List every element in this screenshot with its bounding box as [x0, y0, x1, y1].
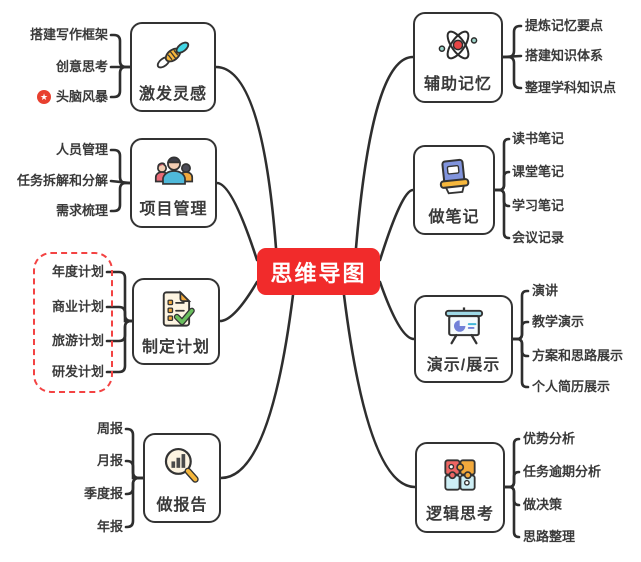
atom-icon	[438, 30, 478, 60]
branch-label: 项目管理	[139, 200, 208, 218]
puzzle-icon	[444, 459, 476, 491]
branch-node-project-management[interactable]: 项目管理	[130, 138, 217, 228]
plan-highlight-dashed-box	[33, 252, 113, 393]
subtopic-label[interactable]: 会议记录	[512, 230, 565, 245]
subtopic-line	[124, 476, 145, 529]
subtopic-label[interactable]: 做决策	[523, 497, 563, 512]
report-magnifier-icon	[164, 447, 199, 483]
branch-node-make-reports[interactable]: 做报告	[143, 433, 221, 523]
branch-label: 激发灵感	[138, 85, 207, 103]
branch-label: 逻辑思考	[425, 506, 494, 523]
subtopic-line	[511, 289, 530, 341]
notebook-icon	[439, 158, 470, 194]
subtopic-line	[503, 470, 521, 489]
subtopic-line	[124, 427, 145, 480]
checklist-icon	[162, 290, 195, 327]
subtopic-line	[511, 320, 530, 341]
subtopic-line	[501, 55, 523, 90]
subtopic-line	[493, 170, 511, 192]
central-topic-node[interactable]: 思维导图	[257, 248, 380, 295]
subtopic-line	[501, 24, 523, 59]
branch-line	[215, 181, 259, 262]
subtopic-label[interactable]: 旅游计划	[51, 333, 104, 348]
subtopic-label[interactable]: 整理学科知识点	[525, 80, 617, 95]
branch-line	[342, 293, 417, 489]
branch-node-take-notes[interactable]: 做笔记	[413, 145, 495, 235]
subtopic-line	[109, 148, 132, 185]
subtopic-line	[503, 437, 521, 489]
subtopic-label[interactable]: 商业计划	[51, 299, 104, 314]
branch-node-logical-thinking[interactable]: 逻辑思考	[415, 442, 505, 533]
subtopic-label[interactable]: 搭建知识体系	[525, 48, 604, 63]
branch-label: 辅助记忆	[423, 76, 492, 93]
star-badge-icon: ★	[36, 90, 51, 104]
branch-node-inspiration[interactable]: 激发灵感	[130, 22, 216, 112]
branch-node-memory-aid[interactable]: 辅助记忆	[413, 12, 503, 103]
subtopic-label[interactable]: 学习笔记	[512, 198, 565, 213]
branch-label: 演示/展示	[426, 356, 501, 374]
presentation-icon	[444, 306, 483, 344]
subtopic-label[interactable]: 人员管理	[55, 142, 108, 157]
subtopic-label[interactable]: 年报	[96, 519, 123, 534]
branch-line	[218, 280, 259, 323]
branch-line	[219, 293, 295, 480]
subtopic-label[interactable]: 读书笔记	[512, 131, 565, 146]
subtopic-label[interactable]: 方案和思路展示	[532, 348, 624, 363]
subtopic-line	[503, 485, 521, 539]
branch-label: 制定计划	[141, 339, 210, 356]
subtopic-label[interactable]: 月报	[96, 453, 123, 468]
subtopic-line	[511, 337, 530, 389]
branch-node-make-plans[interactable]: 制定计划	[132, 278, 220, 365]
subtopic-label[interactable]: 优势分析	[523, 431, 576, 446]
dna-icon	[156, 41, 190, 68]
subtopic-line	[105, 319, 134, 374]
subtopic-label[interactable]: 教学演示	[532, 314, 585, 329]
subtopic-line	[503, 485, 521, 507]
team-icon	[154, 156, 193, 185]
subtopic-label[interactable]: 研发计划	[51, 364, 104, 379]
branch-label: 做报告	[156, 496, 208, 514]
branch-line	[378, 280, 416, 341]
subtopic-line	[109, 33, 132, 69]
subtopic-line	[105, 305, 134, 323]
subtopic-line	[493, 188, 511, 240]
subtopic-label[interactable]: 搭建写作框架	[29, 27, 108, 42]
subtopic-line	[124, 459, 145, 480]
branch-label: 做笔记	[428, 208, 480, 226]
subtopic-text: 头脑风暴	[55, 89, 108, 104]
subtopic-label[interactable]: 创意思考	[55, 59, 108, 74]
subtopic-line	[109, 65, 132, 99]
subtopic-label[interactable]: 演讲	[532, 283, 559, 298]
subtopic-label[interactable]: 任务逾期分析	[523, 464, 602, 479]
branch-line	[354, 55, 415, 250]
branch-line	[214, 65, 278, 250]
subtopic-label[interactable]: 个人简历展示	[532, 379, 611, 394]
subtopic-label[interactable]: 提炼记忆要点	[525, 18, 604, 33]
subtopic-label[interactable]: 年度计划	[51, 264, 104, 279]
branch-line	[378, 188, 415, 262]
subtopic-label[interactable]: 思路整理	[523, 529, 576, 544]
subtopic-label[interactable]: 课堂笔记	[512, 164, 565, 179]
subtopic-label[interactable]: 季度报	[83, 486, 123, 501]
subtopic-label[interactable]: 周报	[96, 421, 123, 436]
subtopic-line	[493, 137, 511, 192]
subtopic-line	[109, 181, 132, 213]
subtopic-label[interactable]: ★ 头脑风暴	[36, 88, 108, 106]
subtopic-label[interactable]: 任务拆解和分解	[16, 173, 108, 188]
subtopic-label[interactable]: 需求梳理	[55, 203, 108, 218]
branch-node-presentation[interactable]: 演示/展示	[414, 295, 513, 383]
